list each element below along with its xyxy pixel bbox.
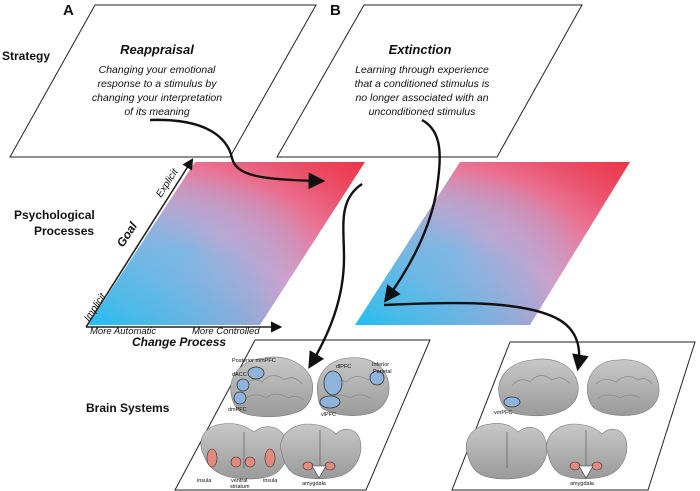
change-process-label: Change Process (132, 335, 226, 349)
more-controlled-label: More Controlled (192, 326, 260, 337)
roi-ventral-striatum-left (230, 456, 242, 468)
panel-label-a: A (63, 2, 74, 19)
arrow-plane-to-brain-a (308, 183, 363, 369)
goal-axis (85, 158, 194, 328)
row-label-brain: Brain Systems (86, 401, 170, 415)
amygdala-pointer-b (578, 465, 594, 479)
roi-insula-right (264, 448, 276, 468)
roi-dmpfc (233, 391, 247, 405)
amygdala-pointer-a (311, 465, 327, 479)
label-dacc: dACC (232, 372, 247, 378)
panel-label-b: B (330, 2, 341, 19)
extinction-box: Extinction Learning through experience t… (276, 4, 583, 158)
brain-labels-a: Posterior mmPFC dACC dmPFC dlPFC Inferio… (228, 358, 392, 418)
process-plane-a (88, 162, 365, 325)
roi-insula-left (206, 448, 218, 468)
roi-amygdala-right-a (324, 461, 336, 471)
label-posterior-mmpfc: Posterior mmPFC (232, 358, 276, 364)
label-striatum: striatum (230, 484, 250, 490)
extinction-desc-3: no longer associated with an (355, 92, 488, 104)
brain-coronal-a1: insula ventral striatum insula (197, 423, 289, 490)
label-insula-right: insula (263, 478, 278, 484)
extinction-title: Extinction (389, 42, 452, 57)
arrow-plane-to-brain-b (383, 301, 589, 372)
arrow-reappraisal-to-plane (149, 118, 326, 190)
roi-dacc (236, 378, 250, 392)
reappraisal-desc-1: Changing your emotional (99, 64, 216, 76)
goal-label: Goal (114, 219, 141, 250)
roi-blue-a (233, 366, 385, 409)
brain-coronal-b2: amygdala (546, 423, 628, 487)
reappraisal-title: Reappraisal (120, 42, 194, 57)
reappraisal-desc-2: response to a stimulus by (97, 78, 217, 90)
label-vmpfc: vmPFC (494, 410, 512, 416)
roi-vlpfc (319, 395, 341, 409)
reappraisal-box: Reappraisal Changing your emotional resp… (9, 4, 317, 158)
row-label-psych-1: Psychological (14, 208, 95, 222)
arrow-extinction-to-plane (384, 118, 441, 303)
reappraisal-desc-4: of its meaning (124, 106, 190, 118)
brain-sagittal-b1: vmPFC (494, 358, 579, 417)
label-inferior: Inferior (372, 362, 389, 368)
process-plane-b (355, 162, 630, 325)
brain-sagittal-b2 (586, 359, 660, 416)
extinction-desc-4: unconditioned stimulus (369, 106, 477, 118)
label-parietal: Parietal (373, 369, 392, 375)
reappraisal-desc-3: changing your interpretation (92, 92, 222, 104)
row-label-strategy: Strategy (2, 49, 50, 63)
label-amygdala-b: amygdala (570, 481, 595, 487)
roi-dlpfc (323, 370, 343, 396)
roi-amygdala-left-a (302, 461, 314, 471)
label-insula-left: insula (197, 478, 212, 484)
roi-inferior-parietal (369, 370, 385, 386)
label-amygdala-a: amygdala (302, 481, 327, 487)
extinction-desc-2: that a conditioned stimulus is (355, 78, 491, 90)
roi-posterior-mmpfc (247, 366, 265, 380)
label-dmpfc: dmPFC (228, 407, 247, 413)
roi-vmpfc (503, 396, 521, 408)
extinction-desc-1: Learning through experience (355, 64, 489, 76)
roi-ventral-striatum-right (244, 456, 256, 468)
more-automatic-label: More Automatic (90, 326, 156, 337)
roi-amygdala-left-b (569, 461, 581, 471)
label-vlpfc: vlPFC (321, 412, 336, 418)
label-ventral: ventral (231, 478, 248, 484)
label-dlpfc: dlPFC (336, 364, 351, 370)
brain-coronal-a2: amygdala (280, 423, 362, 487)
brain-coronal-b1 (466, 423, 548, 480)
row-label-psych-2: Processes (34, 224, 94, 238)
roi-amygdala-right-b (591, 461, 603, 471)
